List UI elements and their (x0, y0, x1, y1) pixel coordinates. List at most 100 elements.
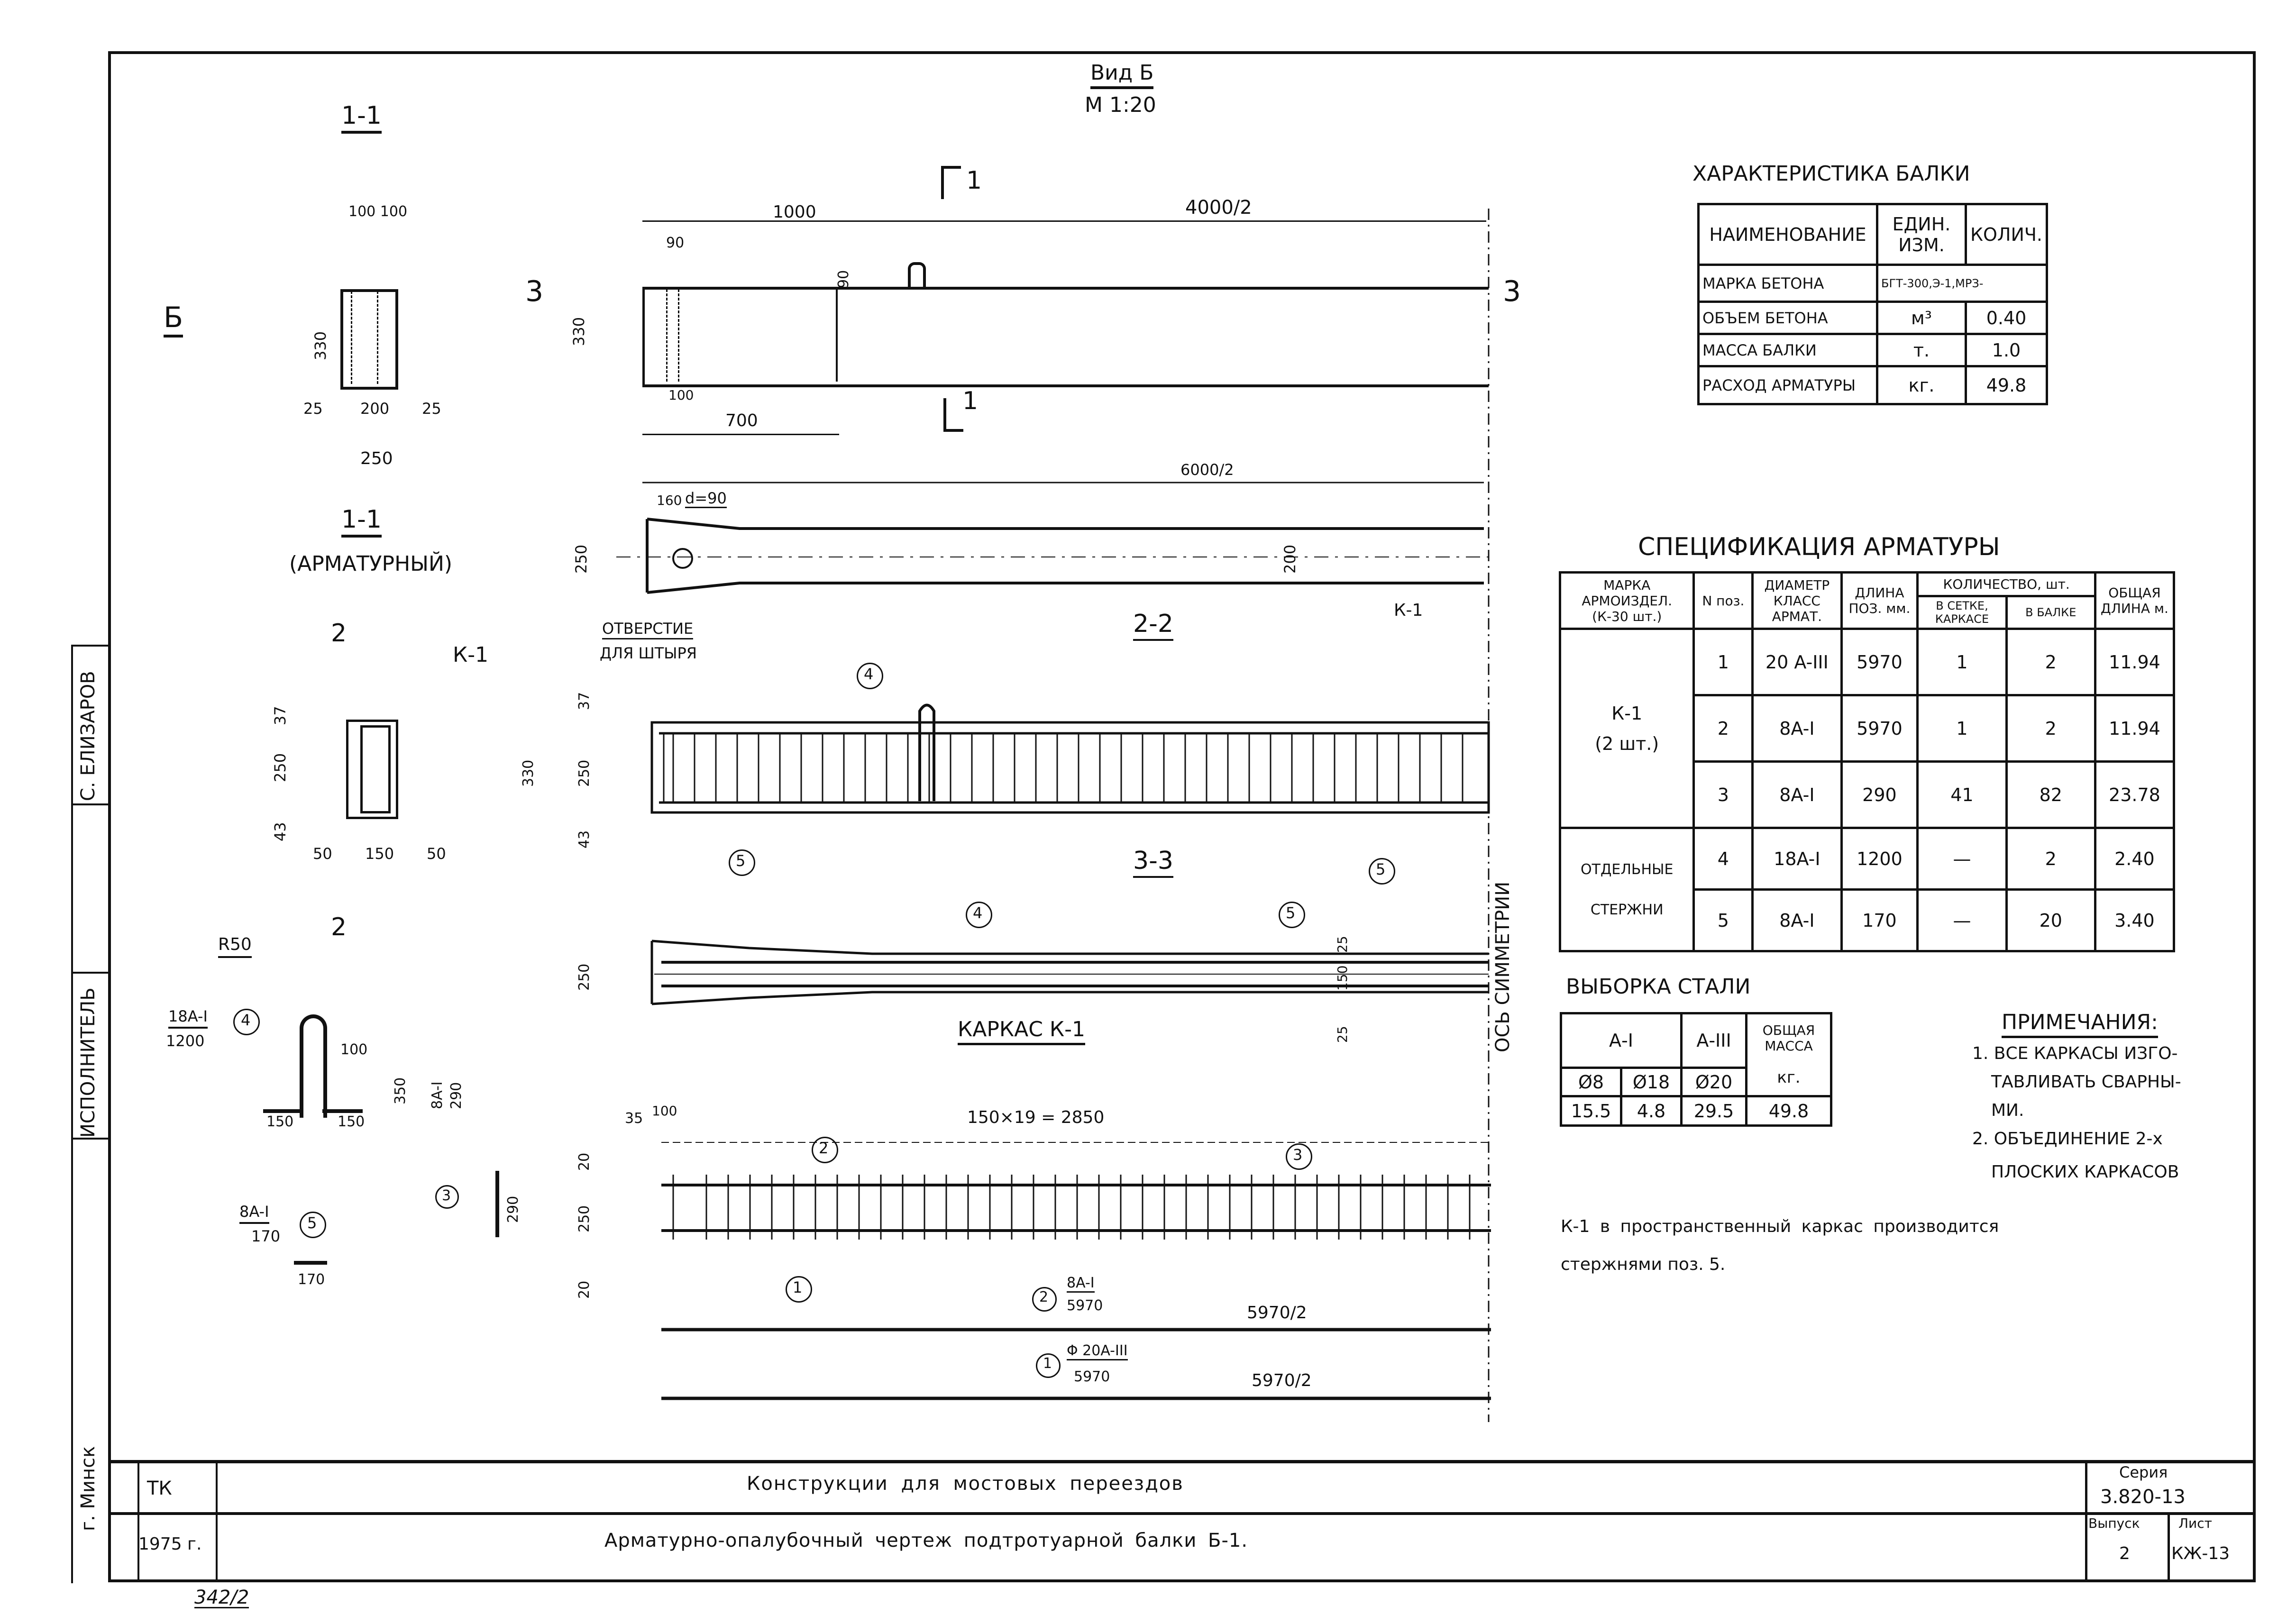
spec-row1-pos: 1 (1692, 628, 1754, 696)
char-row-rebar: РАСХОД АРМАТУРЫ (1697, 365, 1878, 405)
s33-dim-25b: 25 (1335, 1026, 1350, 1043)
steel-header-d18: Ø18 (1620, 1067, 1683, 1097)
dim-25b: 25 (422, 400, 441, 418)
steel-header-a1: А-I (1560, 1012, 1683, 1069)
view-b-marker: Б (164, 303, 183, 338)
plan-dim-160: 160 (657, 493, 682, 508)
steel-header-total: ОБЩАЯ МАССА кг. (1745, 1012, 1832, 1097)
dim-50b: 50 (427, 845, 446, 863)
drawing-border (108, 51, 2256, 1582)
note-line-3: МИ. (1991, 1101, 2024, 1120)
hole-note-2: ДЛЯ ШТЫРЯ (600, 644, 697, 662)
elev-dim-1000: 1000 (773, 202, 816, 222)
plan-dim-6000: 6000/2 (1180, 461, 1234, 479)
spec-row4-length: 1200 (1840, 827, 1919, 891)
note-line-2: ТАВЛИВАТЬ СВАРНЫ- (1991, 1072, 2181, 1092)
dim-25a: 25 (303, 400, 323, 418)
section-2-2-pos5a: 5 (736, 852, 746, 870)
spec-row2-length: 5970 (1840, 694, 1919, 763)
note-line-4: 2. ОБЪЕДИНЕНИЕ 2-х (1972, 1129, 2163, 1149)
note-line-1: 1. ВСЕ КАРКАСЫ ИЗГО- (1972, 1044, 2178, 1063)
char-mass-value: 1.0 (1965, 333, 2048, 367)
bar4-class: 18A-I (168, 1009, 208, 1029)
spec-row2-frame: 1 (1916, 694, 2008, 763)
section-mark-1-top: 1 (966, 166, 982, 195)
specification-table: МАРКА АРМОИЗДЕЛ. (К-30 шт.) N поз. ДИАМЕ… (1558, 571, 2176, 952)
spec-row1-total: 11.94 (2094, 628, 2176, 696)
elev-dim-700: 700 (725, 411, 758, 430)
section-2-2-pos5b: 5 (1376, 860, 1386, 878)
s33-dim-150: 150 (1335, 965, 1350, 991)
bar1-length: 5970 (1074, 1369, 1110, 1385)
steel-header-d8: Ø8 (1560, 1067, 1622, 1097)
spec-header-pos: N поз. (1692, 571, 1754, 630)
steel-value-d8: 15.5 (1560, 1095, 1622, 1127)
hole-note-1: ОТВЕРСТИЕ (602, 621, 694, 639)
section-2-2-title: 2-2 (1133, 611, 1173, 641)
specification-title: СПЕЦИФИКАЦИЯ АРМАТУРЫ (1638, 533, 2000, 561)
spec-row4-diam: 18A-I (1751, 827, 1843, 891)
s22-dim-250: 250 (576, 759, 593, 787)
dim-250: 250 (360, 449, 393, 468)
spec-row2-total: 11.94 (2094, 694, 2176, 763)
spec-row2-pos: 2 (1692, 694, 1754, 763)
bar5-length: 170 (251, 1227, 281, 1245)
elev-dim-100: 100 (668, 387, 694, 403)
bar4-dim-150b: 150 (338, 1113, 365, 1130)
spec-row5-total: 3.40 (2094, 888, 2176, 952)
k1-dim-35: 35 (625, 1110, 643, 1127)
series-value: 3.820-13 (2100, 1486, 2186, 1508)
char-header-qty: КОЛИЧ. (1965, 203, 2048, 266)
issue-value: 2 (2119, 1544, 2130, 1563)
section-mark-3-left: 3 (525, 275, 544, 308)
bar4-shape (300, 1014, 327, 1118)
section-1-1-rebar-subtitle: (АРМАТУРНЫЙ) (289, 552, 453, 576)
note-line-5: ПЛОСКИХ КАРКАСОВ (1991, 1162, 2179, 1182)
cut-2-top: 2 (331, 619, 347, 648)
bar5-pos: 5 (307, 1214, 317, 1232)
spec-header-length: ДЛИНА ПОЗ. мм. (1840, 571, 1919, 630)
dim-50a: 50 (313, 845, 332, 863)
spec-row3-diam: 8A-I (1751, 760, 1843, 829)
elev-dim-90b: 90 (835, 270, 852, 288)
bar2-half: 5970/2 (1247, 1303, 1307, 1323)
title-drawing: Арматурно-опалубочный чертеж подтротуарн… (604, 1530, 1248, 1551)
steel-header-d20: Ø20 (1680, 1067, 1747, 1097)
dim-height: 330 (311, 331, 329, 360)
bar3-dim: 290 (505, 1195, 521, 1223)
issue-label: Выпуск (2088, 1515, 2140, 1531)
spec-row3-length: 290 (1840, 760, 1919, 829)
spec-row3-frame: 41 (1916, 760, 2008, 829)
char-row-mass: МАССА БАЛКИ (1697, 333, 1878, 367)
spec-row5-beam: 20 (2005, 888, 2096, 952)
bar3-class: 8A-I (429, 1081, 446, 1109)
characteristics-table: НАИМЕНОВАНИЕ ЕДИН. ИЗМ. КОЛИЧ. МАРКА БЕТ… (1697, 203, 2048, 405)
title-project: Конструкции для мостовых переездов (747, 1473, 1184, 1495)
spec-row4-total: 2.40 (2094, 827, 2176, 891)
bar1-pos: 1 (1043, 1355, 1052, 1372)
section-3-3-pos4: 4 (973, 904, 983, 922)
title-block (108, 1460, 2256, 1586)
cut-2-bottom: 2 (331, 913, 347, 941)
k1-dim-250: 250 (576, 1205, 593, 1232)
k1-pos3: 3 (1293, 1146, 1303, 1164)
s22-dim-37: 37 (576, 692, 593, 710)
bar1-class: Φ 20A-III (1067, 1344, 1128, 1360)
char-volume-value: 0.40 (1965, 301, 2048, 335)
char-row-volume: ОБЪЕМ БЕТОНА (1697, 301, 1878, 335)
spec-row3-pos: 3 (1692, 760, 1754, 829)
frame-k1-title: КАРКАС К-1 (958, 1019, 1086, 1045)
stamp-city: г. Минск (77, 1446, 99, 1531)
k1-dim-20b: 20 (576, 1280, 593, 1299)
spec-row4-frame: — (1916, 827, 2008, 891)
char-concrete-grade-value: БГТ-300,Э-1,МРЗ- (1876, 264, 2048, 303)
section-3-3-title: 3-3 (1133, 848, 1173, 878)
dim-top: 100 100 (348, 203, 408, 220)
spec-group-separate: ОТДЕЛЬНЫЕ СТЕРЖНИ (1558, 827, 1695, 952)
spec-header-beam: В БАЛКЕ (2005, 595, 2096, 630)
view-b-title: Вид Б (1090, 63, 1154, 89)
k1-dim-100: 100 (652, 1103, 677, 1119)
plan-hole-dia: d=90 (685, 489, 727, 508)
s33-dim-25a: 25 (1335, 936, 1350, 953)
spec-row3-total: 23.78 (2094, 760, 2176, 829)
